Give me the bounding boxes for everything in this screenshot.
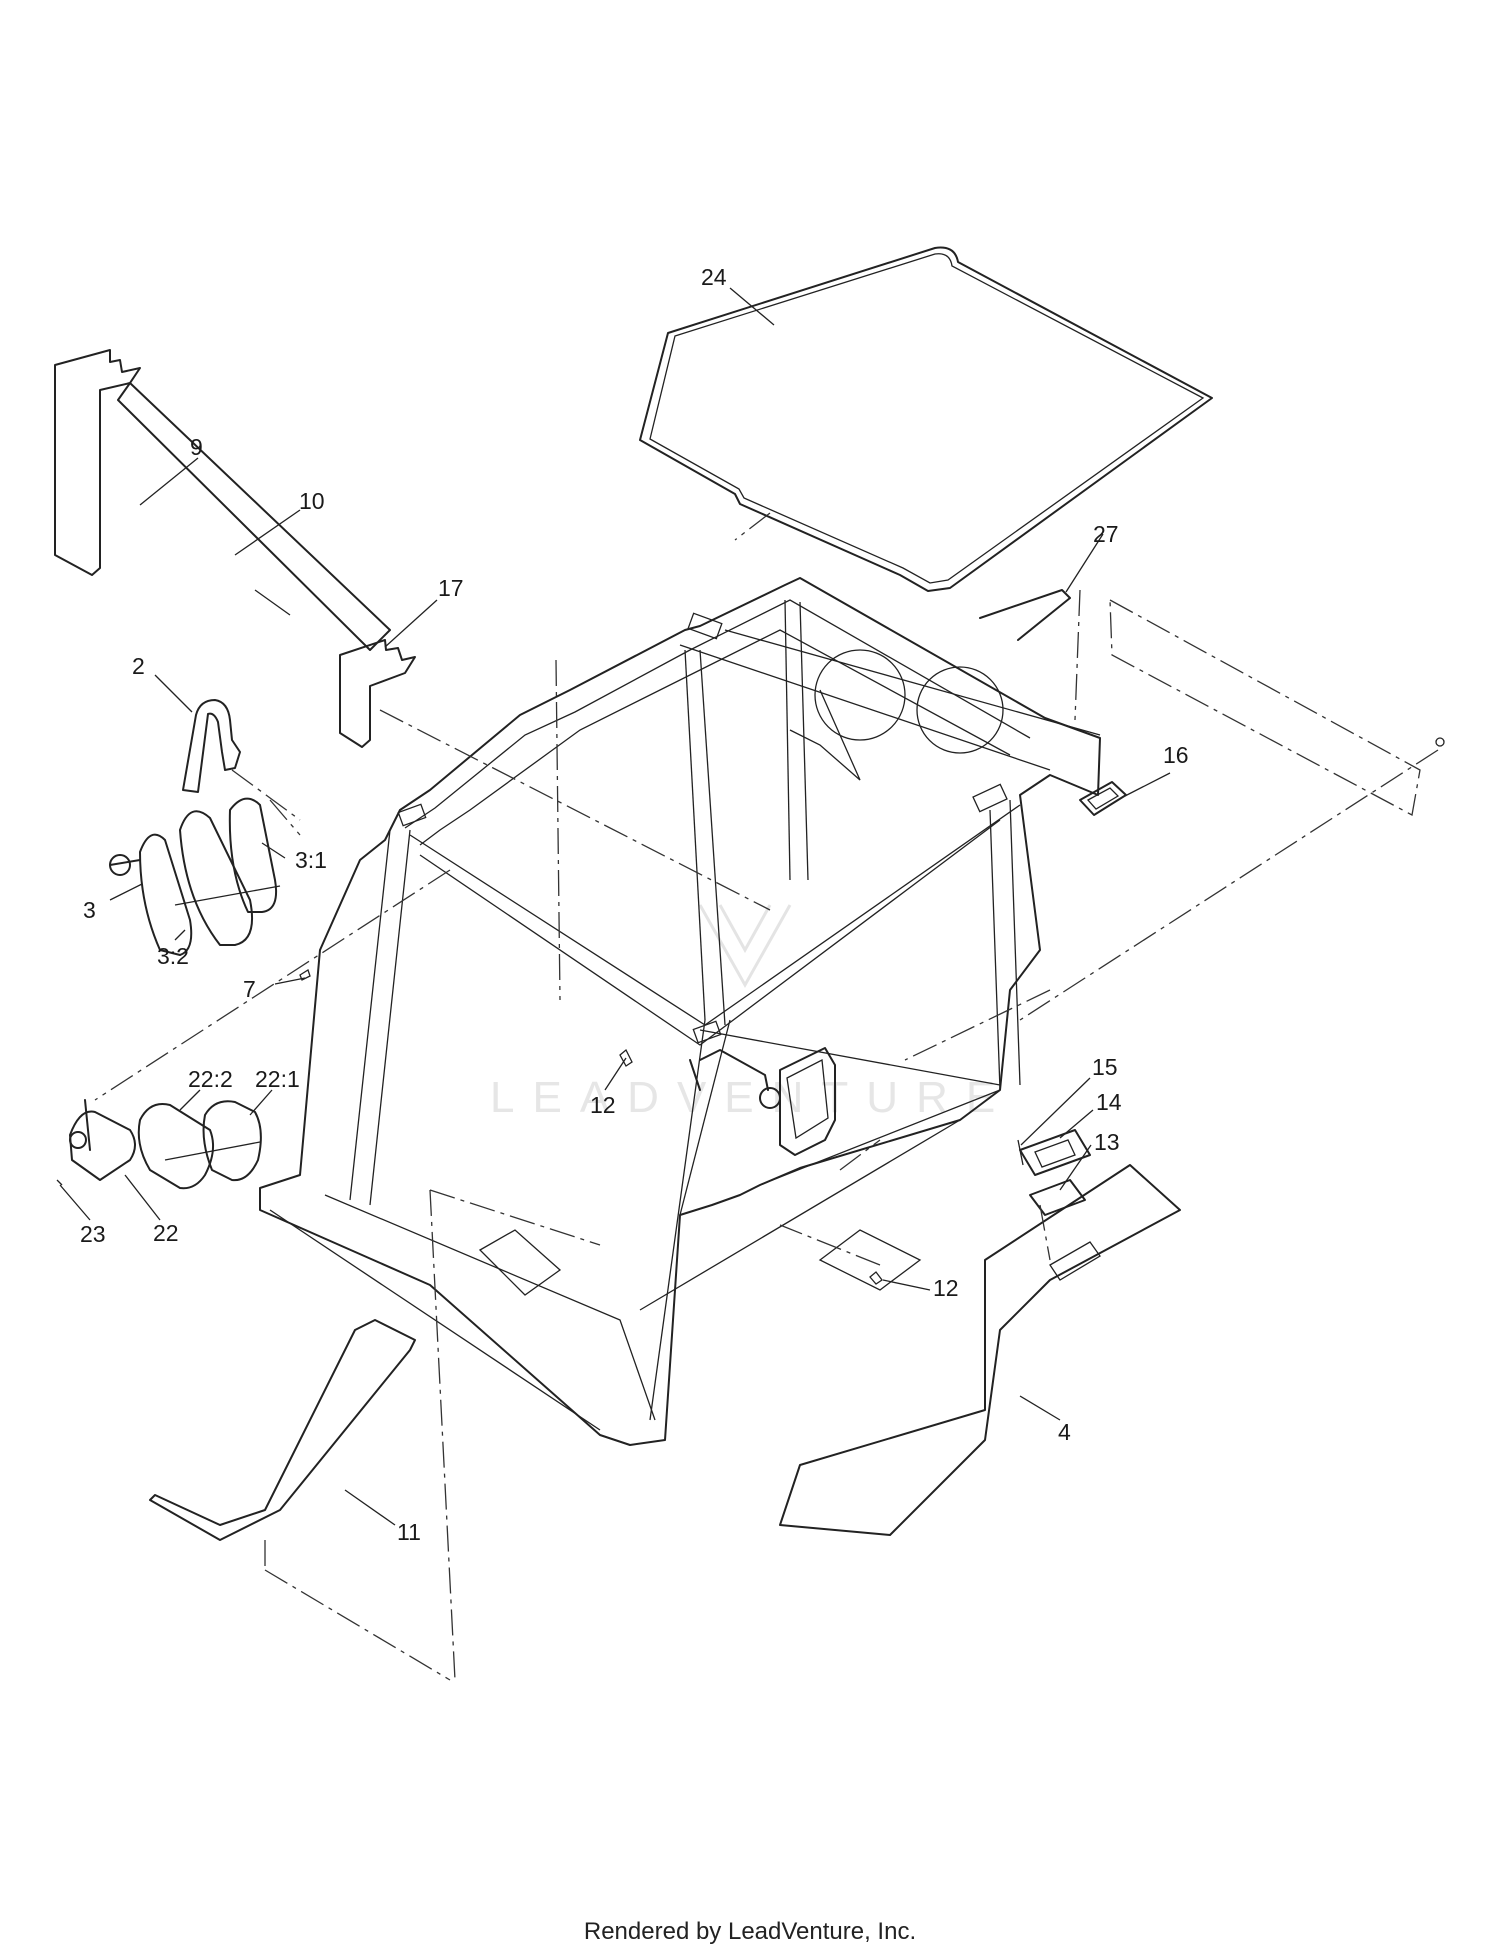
bracket-part-9 [54, 349, 141, 576]
callout-12-lower: 12 [933, 1275, 959, 1301]
callout-22: 22 [153, 1220, 179, 1246]
mirror-glass-part-3-1 [228, 797, 278, 913]
callout-22-1: 22:1 [255, 1066, 300, 1092]
mirror-seal-part-3-2 [179, 810, 254, 946]
callout-22-2: 22:2 [188, 1066, 233, 1092]
cab-frame [259, 577, 1101, 1446]
mirror-assembly-on-frame [689, 1047, 836, 1156]
mirror-seal-part-22-2 [137, 1103, 215, 1190]
watermark-logo: LEADVENTURE [490, 904, 1013, 1122]
callout-2: 2 [132, 653, 145, 679]
callout-3-2: 3:2 [157, 943, 189, 969]
callout-15: 15 [1092, 1054, 1118, 1080]
callout-3-1: 3:1 [295, 847, 327, 873]
watermark-text: LEADVENTURE [490, 1073, 1013, 1122]
callout-3: 3 [83, 897, 96, 923]
callout-labels: 24 9 10 17 27 2 16 3:1 3 7 3:2 22:1 22:2… [80, 264, 1189, 1545]
bolt-part-12-upper [619, 1048, 633, 1067]
bolt-far-right [1435, 737, 1445, 747]
callout-11: 11 [397, 1519, 421, 1545]
trim-strip-part-10 [117, 382, 391, 651]
bracket-part-14 [1019, 1129, 1091, 1176]
callout-23: 23 [80, 1221, 106, 1247]
callout-12-upper: 12 [590, 1092, 616, 1118]
callout-17: 17 [438, 575, 464, 601]
render-credit: Rendered by LeadVenture, Inc. [583, 1918, 917, 1945]
plate-part-13 [1029, 1179, 1086, 1216]
callout-14: 14 [1096, 1089, 1122, 1115]
grommet-part-16 [1079, 781, 1127, 816]
callout-24: 24 [701, 264, 727, 290]
bracket-part-17 [339, 639, 416, 748]
screw-part-23 [56, 1179, 63, 1186]
strip-part-27 [979, 589, 1071, 641]
mirror-part-3 [109, 833, 193, 956]
assembly-lines [94, 512, 1439, 1681]
roof-liner-part-24 [639, 246, 1213, 592]
bolt-part-12-lower [869, 1271, 883, 1285]
mirror-glass-part-22-1 [202, 1100, 262, 1182]
callout-13: 13 [1094, 1129, 1120, 1155]
callout-7: 7 [243, 976, 256, 1002]
leader-lines [59, 287, 1171, 1526]
callout-27: 27 [1093, 521, 1119, 547]
mirror-arm-part-2 [182, 699, 241, 793]
step-panel-part-11 [149, 1319, 416, 1541]
callout-4: 4 [1058, 1419, 1071, 1445]
floor-panel-part-4 [779, 1164, 1181, 1536]
callout-9: 9 [190, 434, 203, 460]
callout-10: 10 [299, 488, 325, 514]
callout-16: 16 [1163, 742, 1189, 768]
mirror-part-22 [69, 1099, 136, 1181]
